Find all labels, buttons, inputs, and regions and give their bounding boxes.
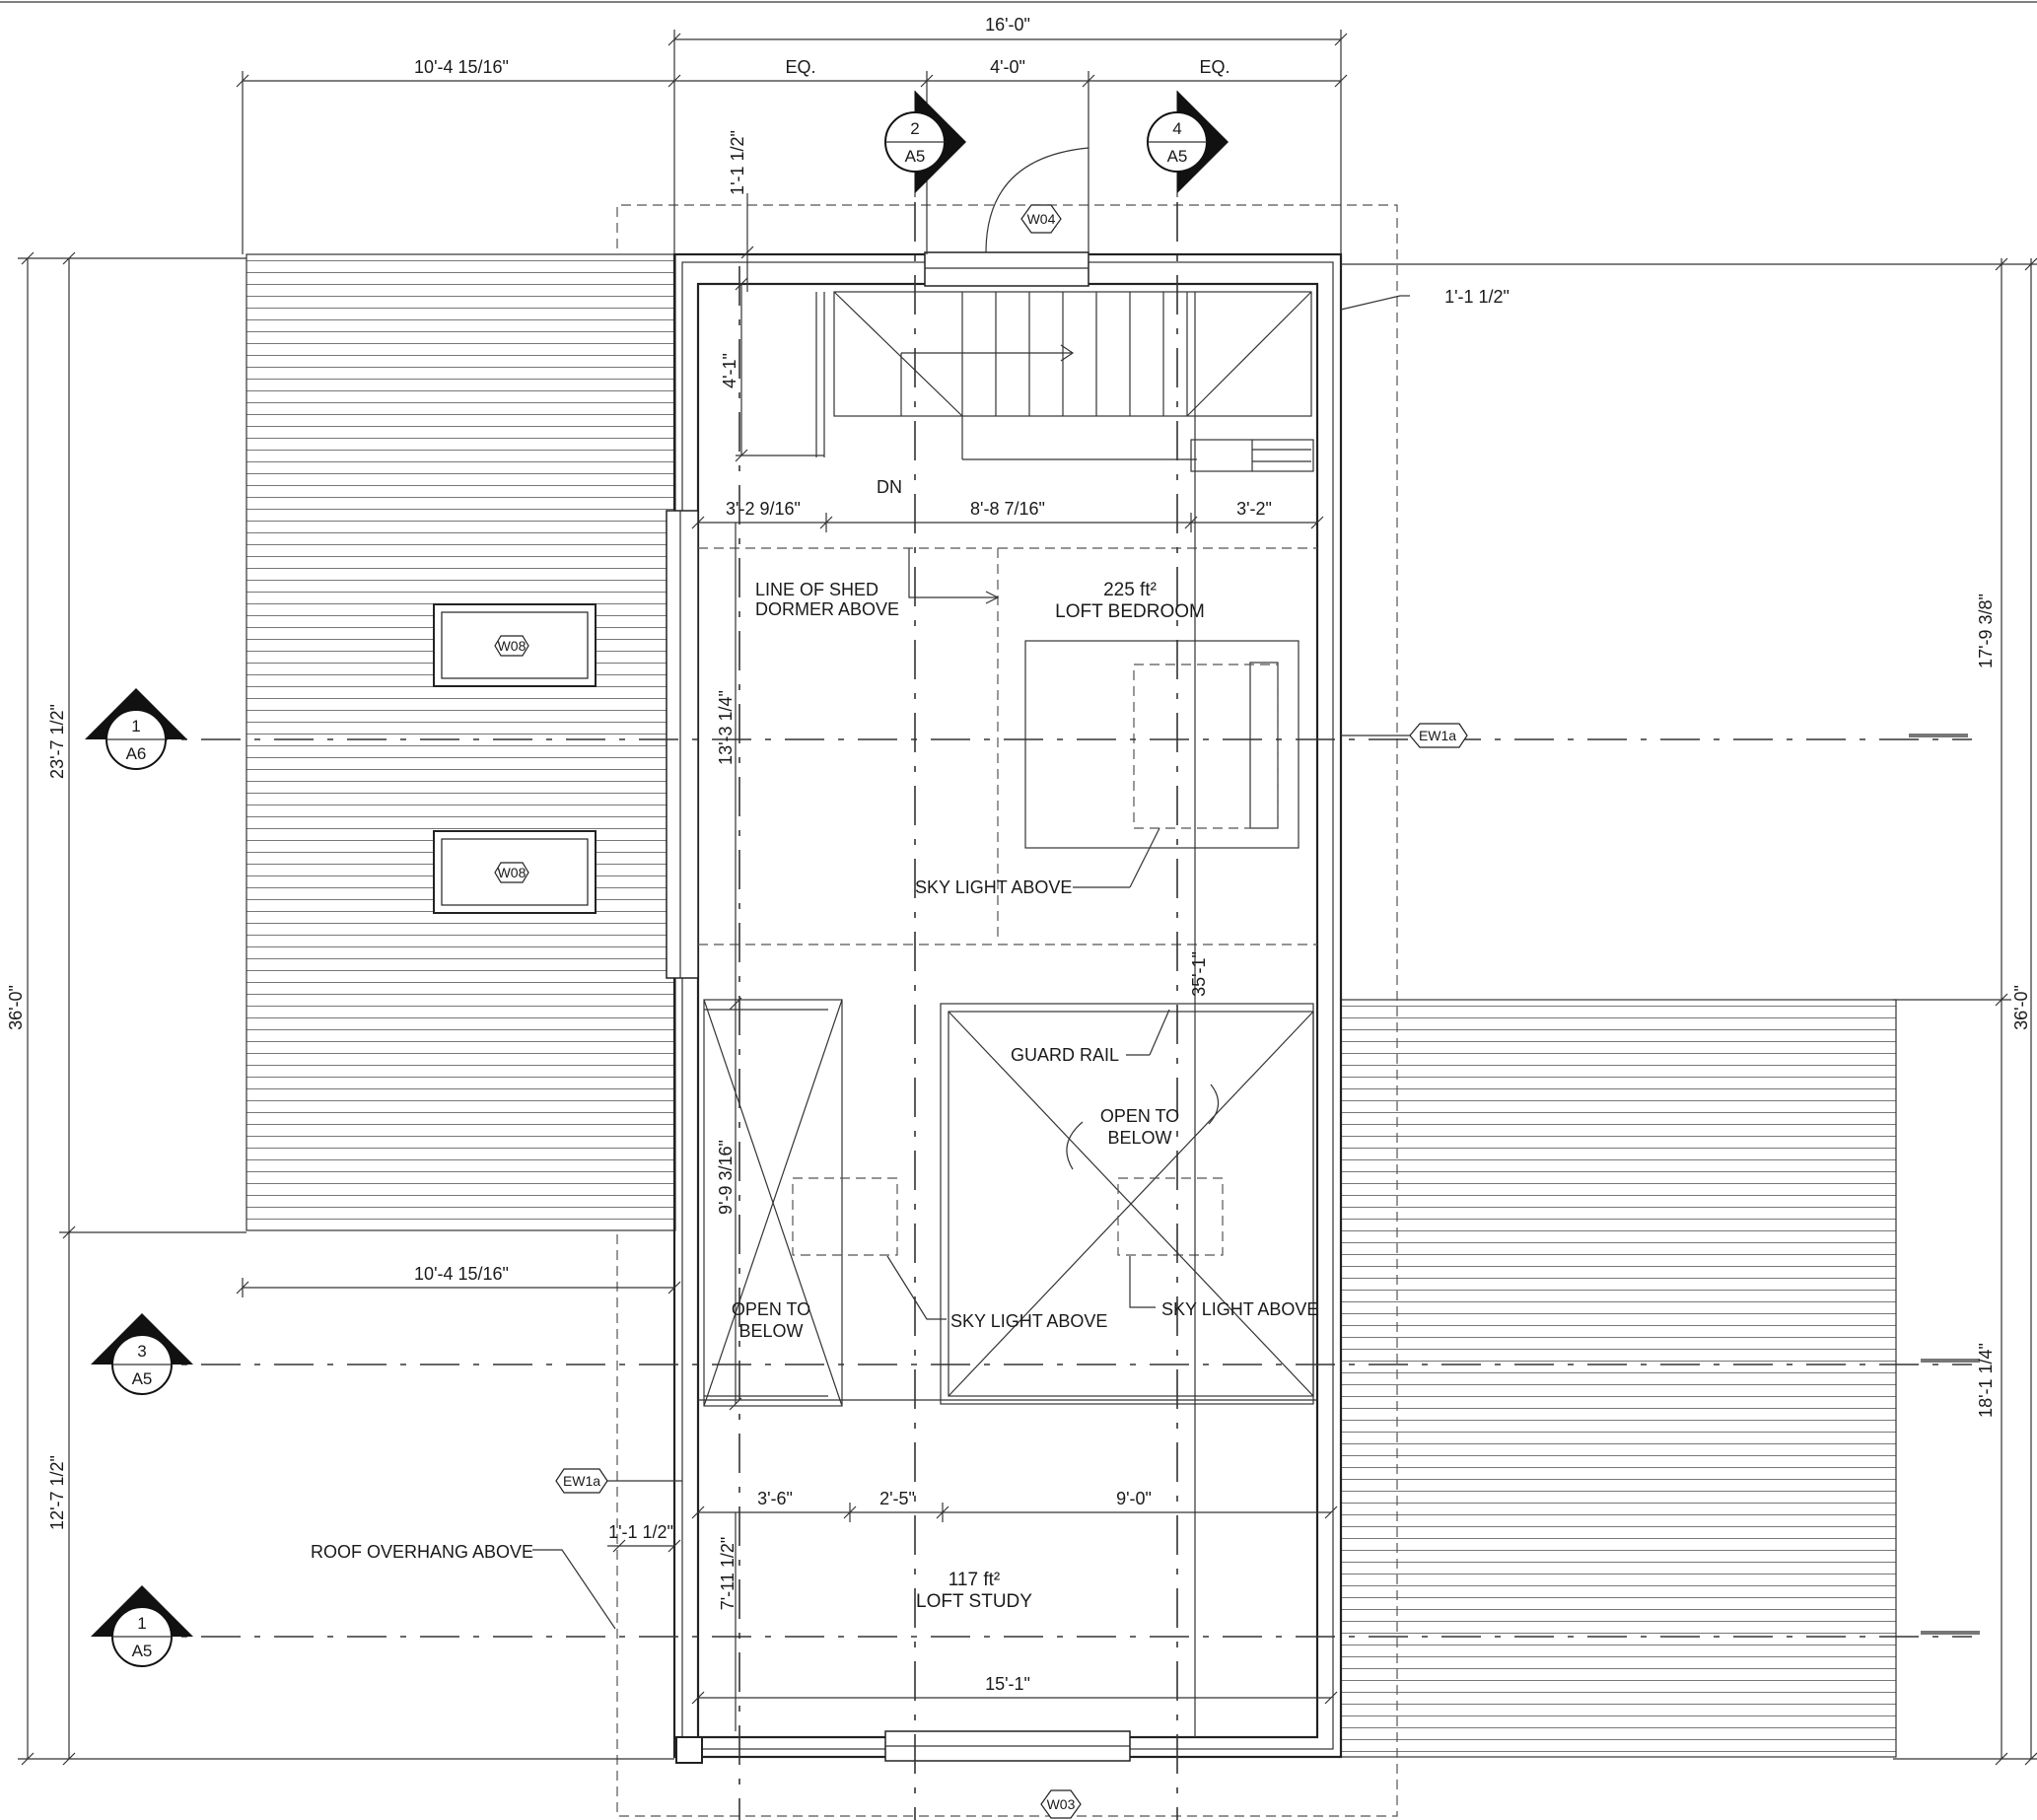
svg-text:A5: A5 bbox=[132, 1369, 153, 1388]
dim-center-vertical: 35'-1" bbox=[1189, 951, 1209, 997]
guard-rail-note: GUARD RAIL bbox=[1011, 1045, 1119, 1065]
dim-bedroom-depth: 13'-3 1/4" bbox=[716, 690, 736, 765]
svg-text:A5: A5 bbox=[132, 1642, 153, 1660]
roof-window-upper: W08 bbox=[433, 603, 597, 687]
section-mark-4-a5: 4 A5 bbox=[1147, 91, 1229, 197]
svg-text:1: 1 bbox=[137, 1614, 146, 1633]
dim-eq-right: EQ. bbox=[1199, 57, 1229, 77]
svg-text:3: 3 bbox=[137, 1342, 146, 1361]
roof-overhang-note: ROOF OVERHANG ABOVE bbox=[311, 1542, 533, 1562]
dim-right-lower: 18'-1 1/4" bbox=[1976, 1343, 1996, 1418]
bedroom-name: LOFT BEDROOM bbox=[1055, 601, 1205, 622]
stair: DN bbox=[736, 291, 1314, 497]
dormer-note-line1: LINE OF SHED bbox=[755, 580, 878, 599]
open-left-line2: BELOW bbox=[738, 1321, 803, 1341]
window-tag-w04: W04 bbox=[985, 147, 1089, 253]
dim-left-upper: 23'-7 1/2" bbox=[47, 704, 67, 779]
dim-left-offset-bottom: 10'-4 15/16" bbox=[414, 1264, 509, 1284]
dim-open-left-depth: 9'-9 3/16" bbox=[716, 1140, 736, 1215]
dim-overall-width: 16'-0" bbox=[985, 15, 1030, 35]
dim-study-row-b: 2'-5" bbox=[879, 1489, 915, 1508]
wall-tag-ew1a-left: EW1a bbox=[555, 1468, 682, 1494]
bed bbox=[1024, 640, 1299, 849]
dim-eq-left: EQ. bbox=[785, 57, 815, 77]
svg-text:A5: A5 bbox=[905, 147, 926, 166]
section-mark-1-a5: 1 A5 bbox=[91, 1585, 193, 1667]
svg-text:A5: A5 bbox=[1167, 147, 1188, 166]
dim-stair-row-b: 8'-8 7/16" bbox=[970, 499, 1045, 519]
dim-left-overall: 36'-0" bbox=[6, 985, 26, 1030]
dim-study-width: 15'-1" bbox=[985, 1674, 1030, 1694]
roof-left-hatch bbox=[246, 253, 676, 1231]
roof-right-hatch bbox=[1340, 999, 1897, 1758]
svg-text:4: 4 bbox=[1172, 119, 1181, 138]
open-to-below-left bbox=[703, 999, 898, 1407]
open-right-line2: BELOW bbox=[1107, 1128, 1171, 1148]
skylight-center-note: SKY LIGHT ABOVE bbox=[950, 1311, 1107, 1331]
dim-stair-row-a: 3'-2 9/16" bbox=[726, 499, 801, 519]
svg-text:2: 2 bbox=[910, 119, 919, 138]
section-mark-3-a5: 3 A5 bbox=[91, 1313, 193, 1395]
open-to-below-right bbox=[940, 1003, 1314, 1405]
open-left-line1: OPEN TO bbox=[732, 1299, 810, 1319]
dim-offset-top-left: 1'-1 1/2" bbox=[728, 130, 747, 195]
window-w04-opening bbox=[924, 251, 1089, 287]
section-mark-1-a6: 1 A6 bbox=[85, 688, 187, 770]
dim-stair-depth: 4'-1" bbox=[720, 353, 739, 388]
svg-text:EW1a: EW1a bbox=[1419, 728, 1456, 743]
dim-offset-bottom-left: 1'-1 1/2" bbox=[608, 1522, 673, 1542]
skylight-bedroom-note: SKY LIGHT ABOVE bbox=[915, 877, 1072, 897]
dim-left-offset-top: 10'-4 15/16" bbox=[414, 57, 509, 77]
svg-text:W04: W04 bbox=[1027, 211, 1056, 227]
exterior-wall-outer bbox=[672, 252, 1343, 1759]
w08-tag-lower: W08 bbox=[498, 865, 527, 880]
dim-stair-row-c: 3'-2" bbox=[1236, 499, 1272, 519]
dim-study-row-c: 9'-0" bbox=[1116, 1489, 1152, 1508]
roof-overhang-outline bbox=[616, 204, 1398, 1817]
skylight-right-note: SKY LIGHT ABOVE bbox=[1161, 1299, 1318, 1319]
dormer-note-line2: DORMER ABOVE bbox=[755, 599, 899, 619]
dim-left-lower: 12'-7 1/2" bbox=[47, 1455, 67, 1530]
dim-offset-top-right: 1'-1 1/2" bbox=[1444, 287, 1510, 307]
dim-right-upper: 17'-9 3/8" bbox=[1976, 594, 1996, 668]
window-tag-w03: W03 bbox=[1040, 1789, 1082, 1819]
wall-tag-ew1a-right: EW1a bbox=[1341, 723, 1468, 748]
svg-text:W03: W03 bbox=[1047, 1796, 1076, 1812]
open-right-line1: OPEN TO bbox=[1100, 1106, 1179, 1126]
w08-tag-upper: W08 bbox=[498, 638, 527, 654]
dim-right-overall: 36'-0" bbox=[2011, 985, 2031, 1030]
svg-text:1: 1 bbox=[131, 717, 140, 735]
roof-window-lower: W08 bbox=[433, 830, 597, 914]
svg-text:A6: A6 bbox=[126, 744, 147, 763]
dim-study-depth: 7'-11 1/2" bbox=[718, 1537, 738, 1611]
study-name: LOFT STUDY bbox=[916, 1591, 1032, 1612]
dim-study-row-a: 3'-6" bbox=[757, 1489, 793, 1508]
dim-center-4: 4'-0" bbox=[990, 57, 1025, 77]
dn-label: DN bbox=[877, 477, 902, 497]
study-area: 117 ft² bbox=[948, 1570, 1000, 1590]
section-mark-2-a5: 2 A5 bbox=[884, 91, 966, 197]
svg-text:EW1a: EW1a bbox=[563, 1473, 600, 1489]
bedroom-area: 225 ft² bbox=[1103, 580, 1157, 600]
